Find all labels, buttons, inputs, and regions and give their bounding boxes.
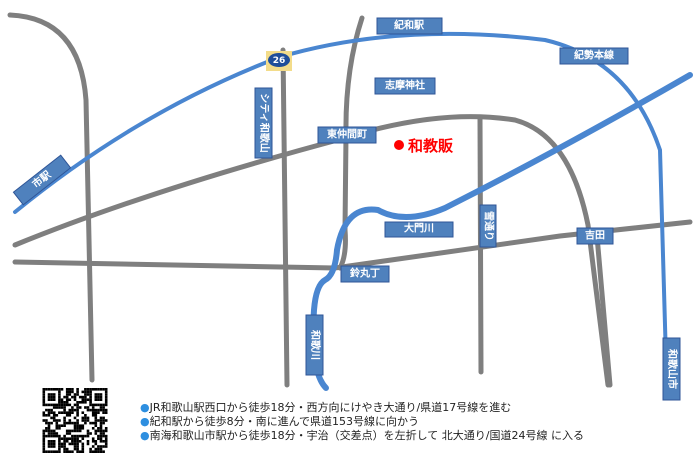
road-west — [7, 12, 95, 383]
route-number: 26 — [273, 56, 286, 66]
label-suzumarucho: 鈴丸丁 — [340, 265, 390, 283]
svg-text:紀勢本線: 紀勢本線 — [574, 49, 614, 62]
svg-text:東仲間町: 東仲間町 — [327, 128, 367, 141]
label-yuki-dori: 雪通り — [479, 204, 497, 248]
label-wakayamashi: 和歌山市 — [662, 337, 681, 401]
svg-text:和歌川: 和歌川 — [309, 329, 322, 360]
direction-item: ●JR和歌山駅西口から徒歩18分・西方向にけやき大通り/県道17号線を進む — [140, 401, 512, 414]
svg-text:大門川: 大門川 — [404, 222, 434, 235]
svg-text:和歌山市: 和歌山市 — [666, 348, 679, 389]
road-yoshida — [594, 233, 613, 388]
label-city-wakayama: シティ和歌山 — [254, 87, 273, 159]
label-shi-station: 市駅 — [12, 154, 72, 206]
road-horizontal — [12, 219, 693, 271]
direction-item: ●南海和歌山市駅から徒歩18分・宇治（交差点）を左折して 北大通り/国道24号線… — [140, 429, 584, 442]
label-yoshida: 吉田 — [576, 227, 614, 245]
svg-text:鈴丸丁: 鈴丸丁 — [350, 267, 380, 280]
svg-text:シティ和歌山: シティ和歌山 — [258, 93, 271, 152]
label-kisei-line: 紀勢本線 — [559, 47, 629, 65]
destination-marker — [394, 140, 404, 150]
label-waka-river: 和歌川 — [305, 314, 324, 376]
svg-text:雪通り: 雪通り — [483, 211, 495, 241]
route-26-sign: 26 — [266, 51, 292, 71]
river — [310, 72, 693, 391]
label-daimon-river: 大門川 — [384, 221, 454, 238]
svg-text:志摩神社: 志摩神社 — [385, 79, 425, 92]
svg-text:紀和駅: 紀和駅 — [394, 19, 425, 32]
railway-line — [13, 31, 669, 397]
destination-label: 和教販 — [408, 137, 454, 155]
label-kiwa-station: 紀和駅 — [376, 17, 443, 35]
road-route26 — [280, 47, 290, 388]
label-shima-shrine: 志摩神社 — [374, 77, 436, 95]
directions-list: ●JR和歌山駅西口から徒歩18分・西方向にけやき大通り/県道17号線を進む ●紀… — [140, 401, 584, 443]
label-higashi-nakamachi: 東仲間町 — [317, 126, 377, 144]
qr-code[interactable] — [40, 388, 110, 453]
direction-item: ●紀和駅から徒歩8分・南に進んで県道153号線に向かう — [140, 415, 420, 428]
svg-text:吉田: 吉田 — [585, 229, 605, 242]
